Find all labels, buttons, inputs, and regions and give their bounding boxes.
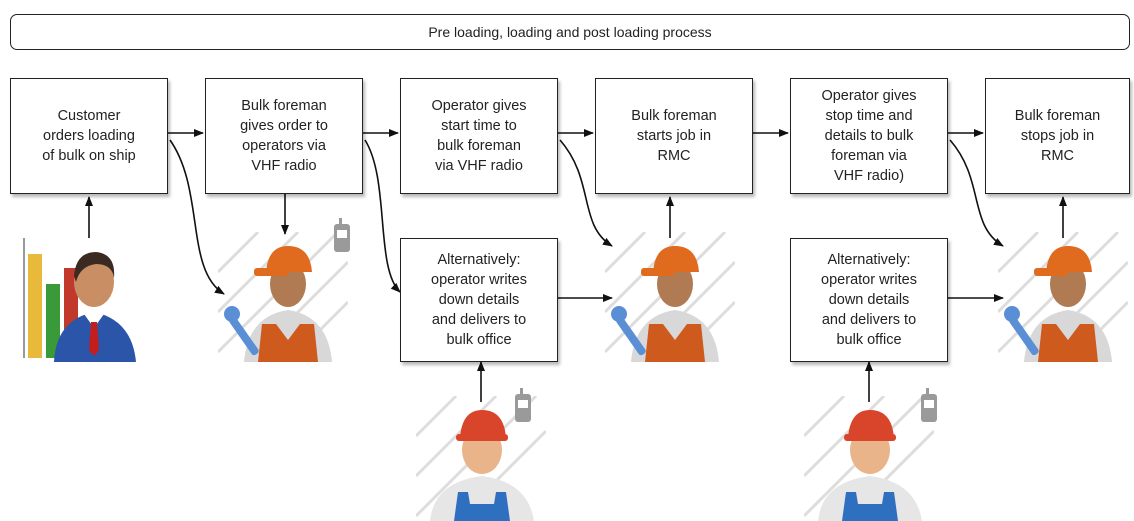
step-operator-stop-time: Operator gives stop time and details to … xyxy=(790,78,948,194)
wrench-icon xyxy=(224,306,259,356)
arrow-step1-to-foreman1 xyxy=(169,139,225,295)
alternative-written-details-2: Alternatively: operator writes down deta… xyxy=(790,238,948,362)
radio-icon xyxy=(334,218,350,252)
wrench-icon xyxy=(1004,306,1039,356)
step-label: Customer orders loading of bulk on ship xyxy=(42,108,136,164)
process-title-text: Pre loading, loading and post loading pr… xyxy=(428,24,712,40)
radio-icon xyxy=(515,388,531,422)
process-title: Pre loading, loading and post loading pr… xyxy=(10,14,1130,50)
step-label: Operator gives stop time and details to … xyxy=(821,88,917,184)
foreman-mechanic-icon xyxy=(998,232,1128,362)
radio-icon xyxy=(921,388,937,422)
operator-worker-icon xyxy=(804,396,934,521)
step-foreman-starts-job: Bulk foreman starts job in RMC xyxy=(595,78,753,194)
alternative-label: Alternatively: operator writes down deta… xyxy=(431,252,527,348)
step-label: Operator gives start time to bulk forema… xyxy=(431,98,527,174)
arrow-step2-to-alt1 xyxy=(364,139,401,293)
foreman-mechanic-icon xyxy=(218,232,348,362)
wrench-icon xyxy=(611,306,646,356)
step-foreman-orders-operators: Bulk foreman gives order to operators vi… xyxy=(205,78,363,194)
arrow-step3-to-foreman2 xyxy=(559,139,613,247)
arrow-step5-to-foreman3 xyxy=(949,139,1004,247)
alternative-written-details-1: Alternatively: operator writes down deta… xyxy=(400,238,558,362)
step-label: Bulk foreman stops job in RMC xyxy=(1014,108,1101,164)
customer-businessman-icon xyxy=(23,238,136,362)
step-label: Bulk foreman starts job in RMC xyxy=(631,108,717,164)
step-foreman-stops-job: Bulk foreman stops job in RMC xyxy=(985,78,1130,194)
step-customer-orders: Customer orders loading of bulk on ship xyxy=(10,78,168,194)
step-operator-start-time: Operator gives start time to bulk forema… xyxy=(400,78,558,194)
alternative-label: Alternatively: operator writes down deta… xyxy=(821,252,917,348)
step-label: Bulk foreman gives order to operators vi… xyxy=(240,98,328,174)
foreman-mechanic-icon xyxy=(605,232,735,362)
